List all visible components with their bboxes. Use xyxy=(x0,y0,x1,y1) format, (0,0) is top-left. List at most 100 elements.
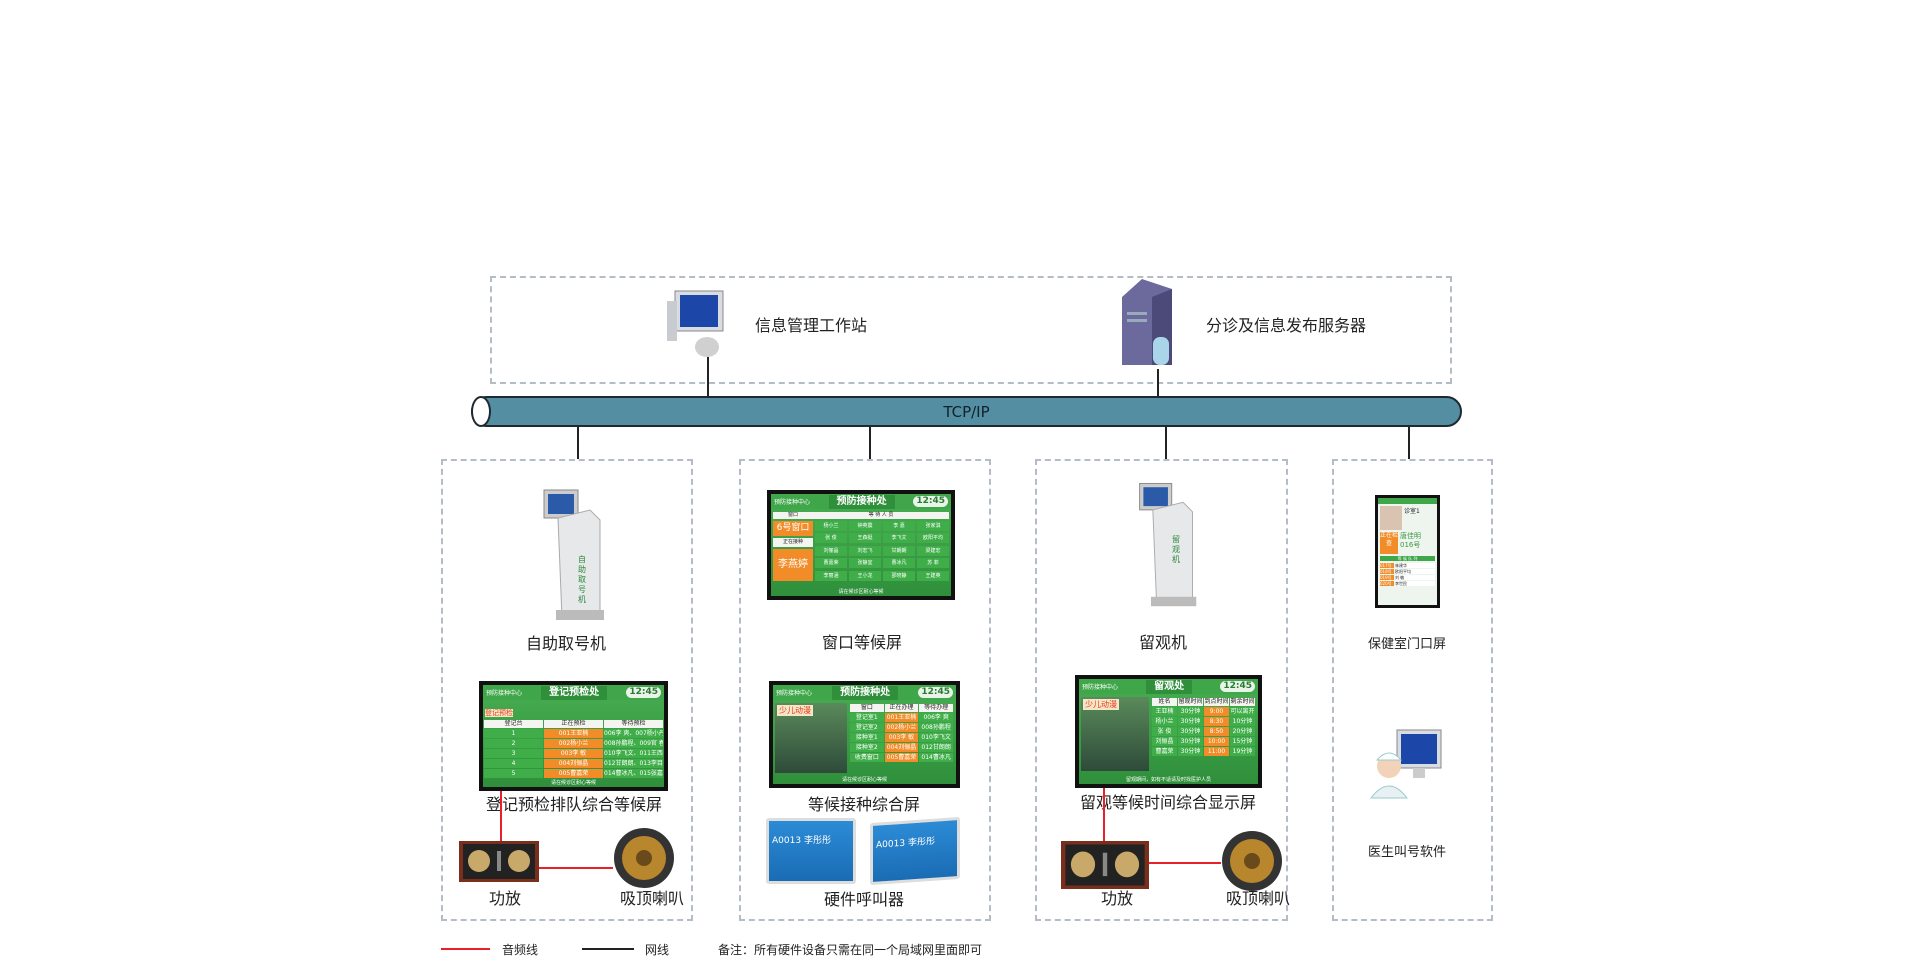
ceiling-speaker-icon xyxy=(1222,831,1282,891)
table-cell: 19分钟 xyxy=(1230,747,1255,756)
queue-row: 020号李世民 xyxy=(1380,581,1435,586)
caller-name: 李彤彤 xyxy=(803,836,831,846)
table-cell: 30分钟 xyxy=(1178,747,1203,756)
kiosk-label: 自助取号机 xyxy=(525,634,607,653)
column-header: 留观时间 xyxy=(1178,698,1203,706)
table-cell: 接种室2 xyxy=(850,743,884,752)
table-cell: 张 俊 xyxy=(1152,727,1177,736)
current-patient: 李燕婷 xyxy=(773,549,813,581)
screen-footer: 请在候诊区耐心等候 xyxy=(550,780,596,786)
table-cell: 002杨小兰 xyxy=(884,723,919,732)
table-cell: 30分钟 xyxy=(1178,727,1203,736)
amplifier-label: 功放 xyxy=(488,889,522,908)
waiting-name: 张 俊 xyxy=(815,533,847,544)
queue-row: 018号欧阳平均 xyxy=(1380,569,1435,574)
column-header: 到点时间 xyxy=(1204,698,1229,706)
cartoon-video: 少儿动漫 xyxy=(1081,697,1149,771)
table-cell: 王亚楠 xyxy=(1152,707,1177,716)
table-cell: 登记室2 xyxy=(850,723,884,732)
audio-line xyxy=(538,867,613,869)
table-cell: 3 xyxy=(484,749,543,758)
waiting-name: 曹冰凡 xyxy=(883,558,915,569)
room-name: 诊室1 xyxy=(1404,508,1420,515)
bus-end-cap xyxy=(471,396,491,427)
kiosk-text: 自助取号机 xyxy=(578,555,586,604)
table-cell: 004刘俪晶 xyxy=(884,743,919,752)
queue-name: 林建华 xyxy=(1395,563,1435,568)
server-icon xyxy=(1122,279,1172,365)
column-header: 剩余时间 xyxy=(1230,698,1255,706)
table-cell: 010李飞文 xyxy=(919,733,953,742)
table-cell: 4 xyxy=(484,759,543,768)
queue-number: 018号 xyxy=(1380,569,1394,574)
col-header-window: 窗口 xyxy=(787,512,798,518)
queue-row: 019号刘 敏 xyxy=(1380,575,1435,580)
workstation-link xyxy=(707,357,709,397)
table-cell: 可以离开 xyxy=(1230,707,1255,716)
table-cell: 008孙鹏程 xyxy=(919,723,953,732)
column-header: 等待预检 xyxy=(604,720,663,728)
table-cell: 014曹冰凡 xyxy=(919,753,953,762)
waiting-name: 苏 菲 xyxy=(917,558,949,569)
waiting-name: 李丽涵 xyxy=(815,570,847,581)
queue-name: 欧阳平均 xyxy=(1395,569,1435,574)
waiting-name: 甘朗朗 xyxy=(883,545,915,556)
waiting-name: 邵晓静 xyxy=(883,570,915,581)
table-cell: 2 xyxy=(484,739,543,748)
section-title: 登记预检 xyxy=(485,709,513,717)
kiosk-icon xyxy=(543,489,604,620)
queue-name: 刘 敏 xyxy=(1395,575,1435,580)
observation-kiosk-label: 留观机 xyxy=(1138,633,1188,652)
legend-network-line xyxy=(582,948,634,950)
table-cell: 9:00 xyxy=(1204,707,1229,716)
screen-footer: 留观期间，如有不适请及时找医护人员 xyxy=(1125,777,1211,783)
table-cell: 15分钟 xyxy=(1230,737,1255,746)
zone-observation xyxy=(1035,459,1288,921)
table-cell: 005曹嘉荣 xyxy=(544,769,603,778)
amplifier-icon xyxy=(459,841,539,882)
table-cell: 30分钟 xyxy=(1178,707,1203,716)
org-name: 预防接种中心 xyxy=(1082,684,1119,691)
screen-title: 登记预检处 xyxy=(541,685,608,700)
queue-number: 017号 xyxy=(1380,563,1394,568)
table-cell: 8:50 xyxy=(1204,727,1229,736)
column-header: 正在办理 xyxy=(884,704,919,712)
table-cell: 001王亚楠 xyxy=(544,729,603,738)
table-cell: 012甘朗朗 xyxy=(919,743,953,752)
table-cell: 30分钟 xyxy=(1178,717,1203,726)
table-cell: 8:30 xyxy=(1204,717,1229,726)
drop-line-1 xyxy=(577,427,579,459)
table-cell: 30分钟 xyxy=(1178,737,1203,746)
screen-title: 预防接种处 xyxy=(828,494,895,509)
status-label: 正在接种 xyxy=(773,538,813,547)
waiting-name: 王建英 xyxy=(917,570,949,581)
ceiling-speaker-icon xyxy=(614,828,674,888)
table-cell: 1 xyxy=(484,729,543,738)
waiting-name: 曹嘉荣 xyxy=(815,558,847,569)
legend-note: 备注：所有硬件设备只需在同一个局域网里面即可 xyxy=(718,943,983,957)
waiting-name: 张家淇 xyxy=(917,521,949,531)
server-link xyxy=(1157,369,1159,397)
table-cell: 收费窗口 xyxy=(850,753,884,762)
column-header: 窗口 xyxy=(850,704,884,712)
waiting-name: 刘宏飞 xyxy=(849,545,881,556)
audio-line xyxy=(500,791,502,841)
kiosk-text: 留观机 xyxy=(1172,535,1180,564)
waiting-name: 钟英震 xyxy=(849,521,881,531)
queue-row: 017号林建华 xyxy=(1380,563,1435,568)
column-header: 登记台 xyxy=(484,720,543,728)
drop-line-3 xyxy=(1165,427,1167,459)
table-cell: 曹嘉荣 xyxy=(1152,747,1177,756)
waiting-name: 王小龙 xyxy=(849,570,881,581)
org-name: 预防接种中心 xyxy=(486,690,523,697)
